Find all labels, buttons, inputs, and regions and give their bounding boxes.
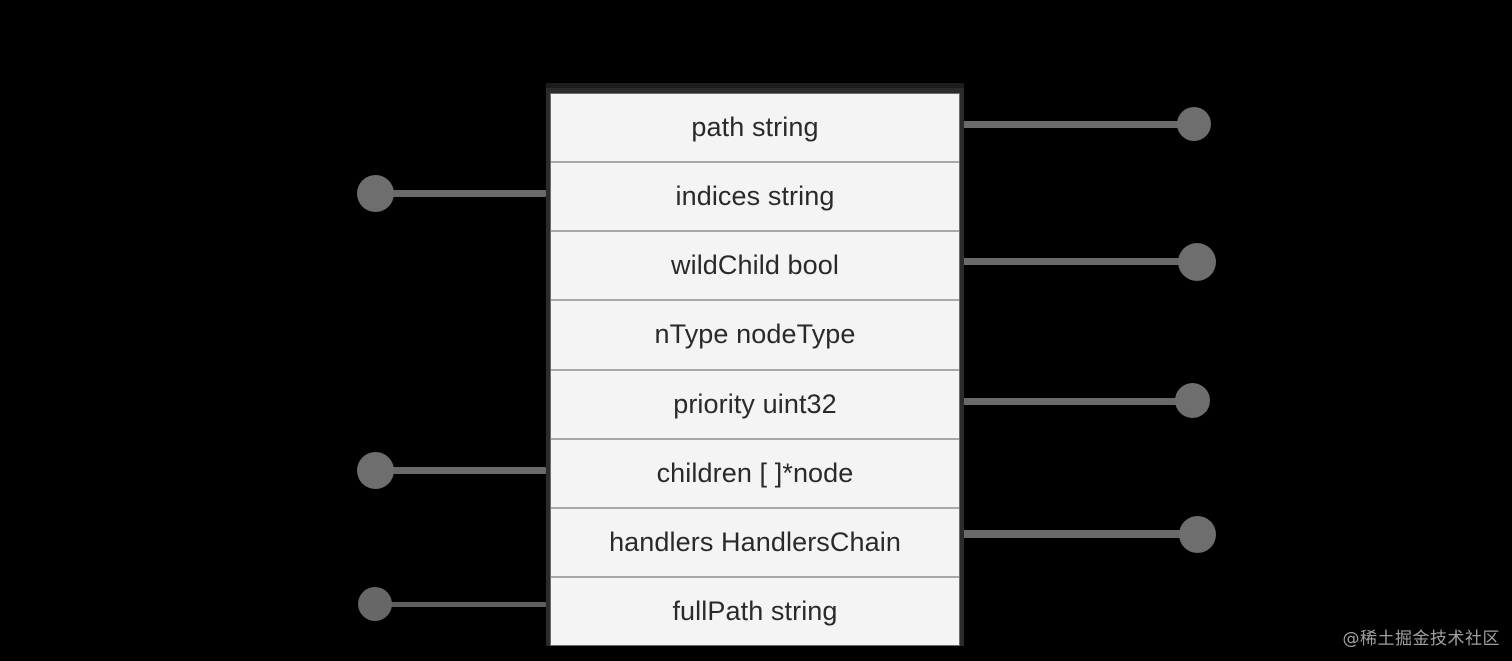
connector-line-left-fullpath[interactable] — [390, 602, 546, 607]
struct-field-label: indices string — [675, 181, 835, 212]
struct-field-list: path string indices string wildChild boo… — [550, 93, 960, 646]
struct-field-label: children [ ]*node — [656, 457, 854, 488]
struct-field-row[interactable]: nType nodeType — [551, 300, 959, 370]
struct-field-row[interactable]: handlers HandlersChain — [551, 507, 959, 577]
struct-field-label: wildChild bool — [671, 250, 839, 281]
struct-field-row[interactable]: wildChild bool — [551, 231, 959, 301]
connector-line-right-path[interactable] — [963, 121, 1185, 128]
watermark-label: @稀土掘金技术社区 — [1342, 629, 1500, 649]
struct-field-label: handlers HandlersChain — [609, 526, 901, 557]
connector-handle-left-indices[interactable] — [357, 175, 394, 212]
connector-handle-right-wildchild[interactable] — [1178, 243, 1216, 281]
connector-line-left-children[interactable] — [388, 467, 546, 474]
struct-field-row[interactable]: priority uint32 — [551, 369, 959, 439]
struct-field-row[interactable]: fullPath string — [551, 576, 959, 645]
connector-line-left-indices[interactable] — [388, 190, 546, 197]
struct-field-label: path string — [691, 112, 819, 143]
connector-line-right-priority[interactable] — [963, 398, 1183, 405]
connector-handle-right-path[interactable] — [1177, 107, 1211, 141]
connector-handle-left-children[interactable] — [357, 452, 394, 489]
struct-field-row[interactable]: indices string — [551, 162, 959, 232]
connector-handle-left-fullpath[interactable] — [358, 587, 392, 621]
connector-line-right-handlers[interactable] — [963, 530, 1189, 538]
struct-field-label: priority uint32 — [673, 388, 837, 419]
struct-field-row[interactable]: path string — [551, 94, 959, 163]
struct-field-label: fullPath string — [672, 595, 838, 626]
connector-handle-right-handlers[interactable] — [1179, 516, 1216, 553]
connector-line-right-wildchild[interactable] — [963, 258, 1189, 265]
struct-field-row[interactable]: children [ ]*node — [551, 438, 959, 508]
struct-node-box[interactable]: path string indices string wildChild boo… — [546, 83, 964, 646]
connector-handle-right-priority[interactable] — [1175, 383, 1210, 418]
struct-field-label: nType nodeType — [654, 319, 856, 350]
